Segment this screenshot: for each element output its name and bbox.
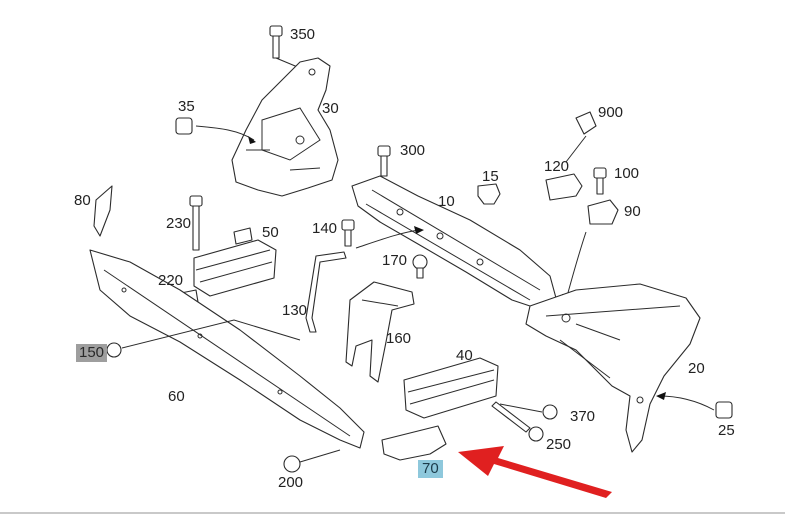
- bracket-70: [381, 425, 447, 461]
- label-30: 30: [322, 100, 339, 117]
- part-900: [565, 111, 597, 163]
- label-40: 40: [456, 347, 473, 364]
- bracket-40: [403, 357, 499, 419]
- screw-170: [412, 254, 428, 279]
- label-15: 15: [482, 168, 499, 185]
- label-230: 230: [166, 215, 192, 232]
- label-250: 250: [546, 436, 572, 453]
- label-90: 90: [624, 203, 641, 220]
- label-900: 900: [598, 104, 624, 121]
- clip-25: [656, 392, 733, 419]
- bracket-50: [193, 227, 277, 297]
- label-300: 300: [400, 142, 426, 159]
- rod-130: [305, 251, 347, 333]
- bottom-divider: [0, 512, 785, 514]
- bolt-230: [189, 195, 203, 251]
- label-150-highlighted: 150: [76, 344, 108, 362]
- bolt-370: [499, 403, 558, 420]
- label-170: 170: [382, 252, 408, 269]
- clip-15: [477, 183, 501, 205]
- label-80: 80: [74, 192, 91, 209]
- label-100: 100: [614, 165, 640, 182]
- frame-20: [525, 283, 701, 453]
- label-10: 10: [438, 193, 455, 210]
- label-35: 35: [178, 98, 195, 115]
- label-70-highlighted: 70: [418, 460, 443, 478]
- bolt-200: [283, 449, 341, 473]
- grommet-150: [106, 319, 301, 358]
- bolt-250: [491, 401, 544, 442]
- label-130: 130: [282, 302, 308, 319]
- label-60: 60: [168, 388, 185, 405]
- part-80: [93, 185, 113, 237]
- label-200: 200: [278, 474, 304, 491]
- label-25: 25: [718, 422, 735, 439]
- label-220: 220: [158, 272, 184, 289]
- label-350: 350: [290, 26, 316, 43]
- part-120: [545, 173, 583, 201]
- bolt-140: [341, 219, 424, 249]
- bolt-100: [593, 167, 607, 195]
- red-arrow-icon: [458, 446, 612, 498]
- bracket-160: [345, 281, 415, 383]
- bolt-300: [377, 145, 391, 177]
- label-370: 370: [570, 408, 596, 425]
- label-120: 120: [544, 158, 570, 175]
- label-140: 140: [312, 220, 338, 237]
- bracket-30: [231, 57, 339, 197]
- label-50: 50: [262, 224, 279, 241]
- beam-60: [89, 249, 365, 449]
- label-160: 160: [386, 330, 412, 347]
- label-20: 20: [688, 360, 705, 377]
- clip-35: [175, 117, 256, 144]
